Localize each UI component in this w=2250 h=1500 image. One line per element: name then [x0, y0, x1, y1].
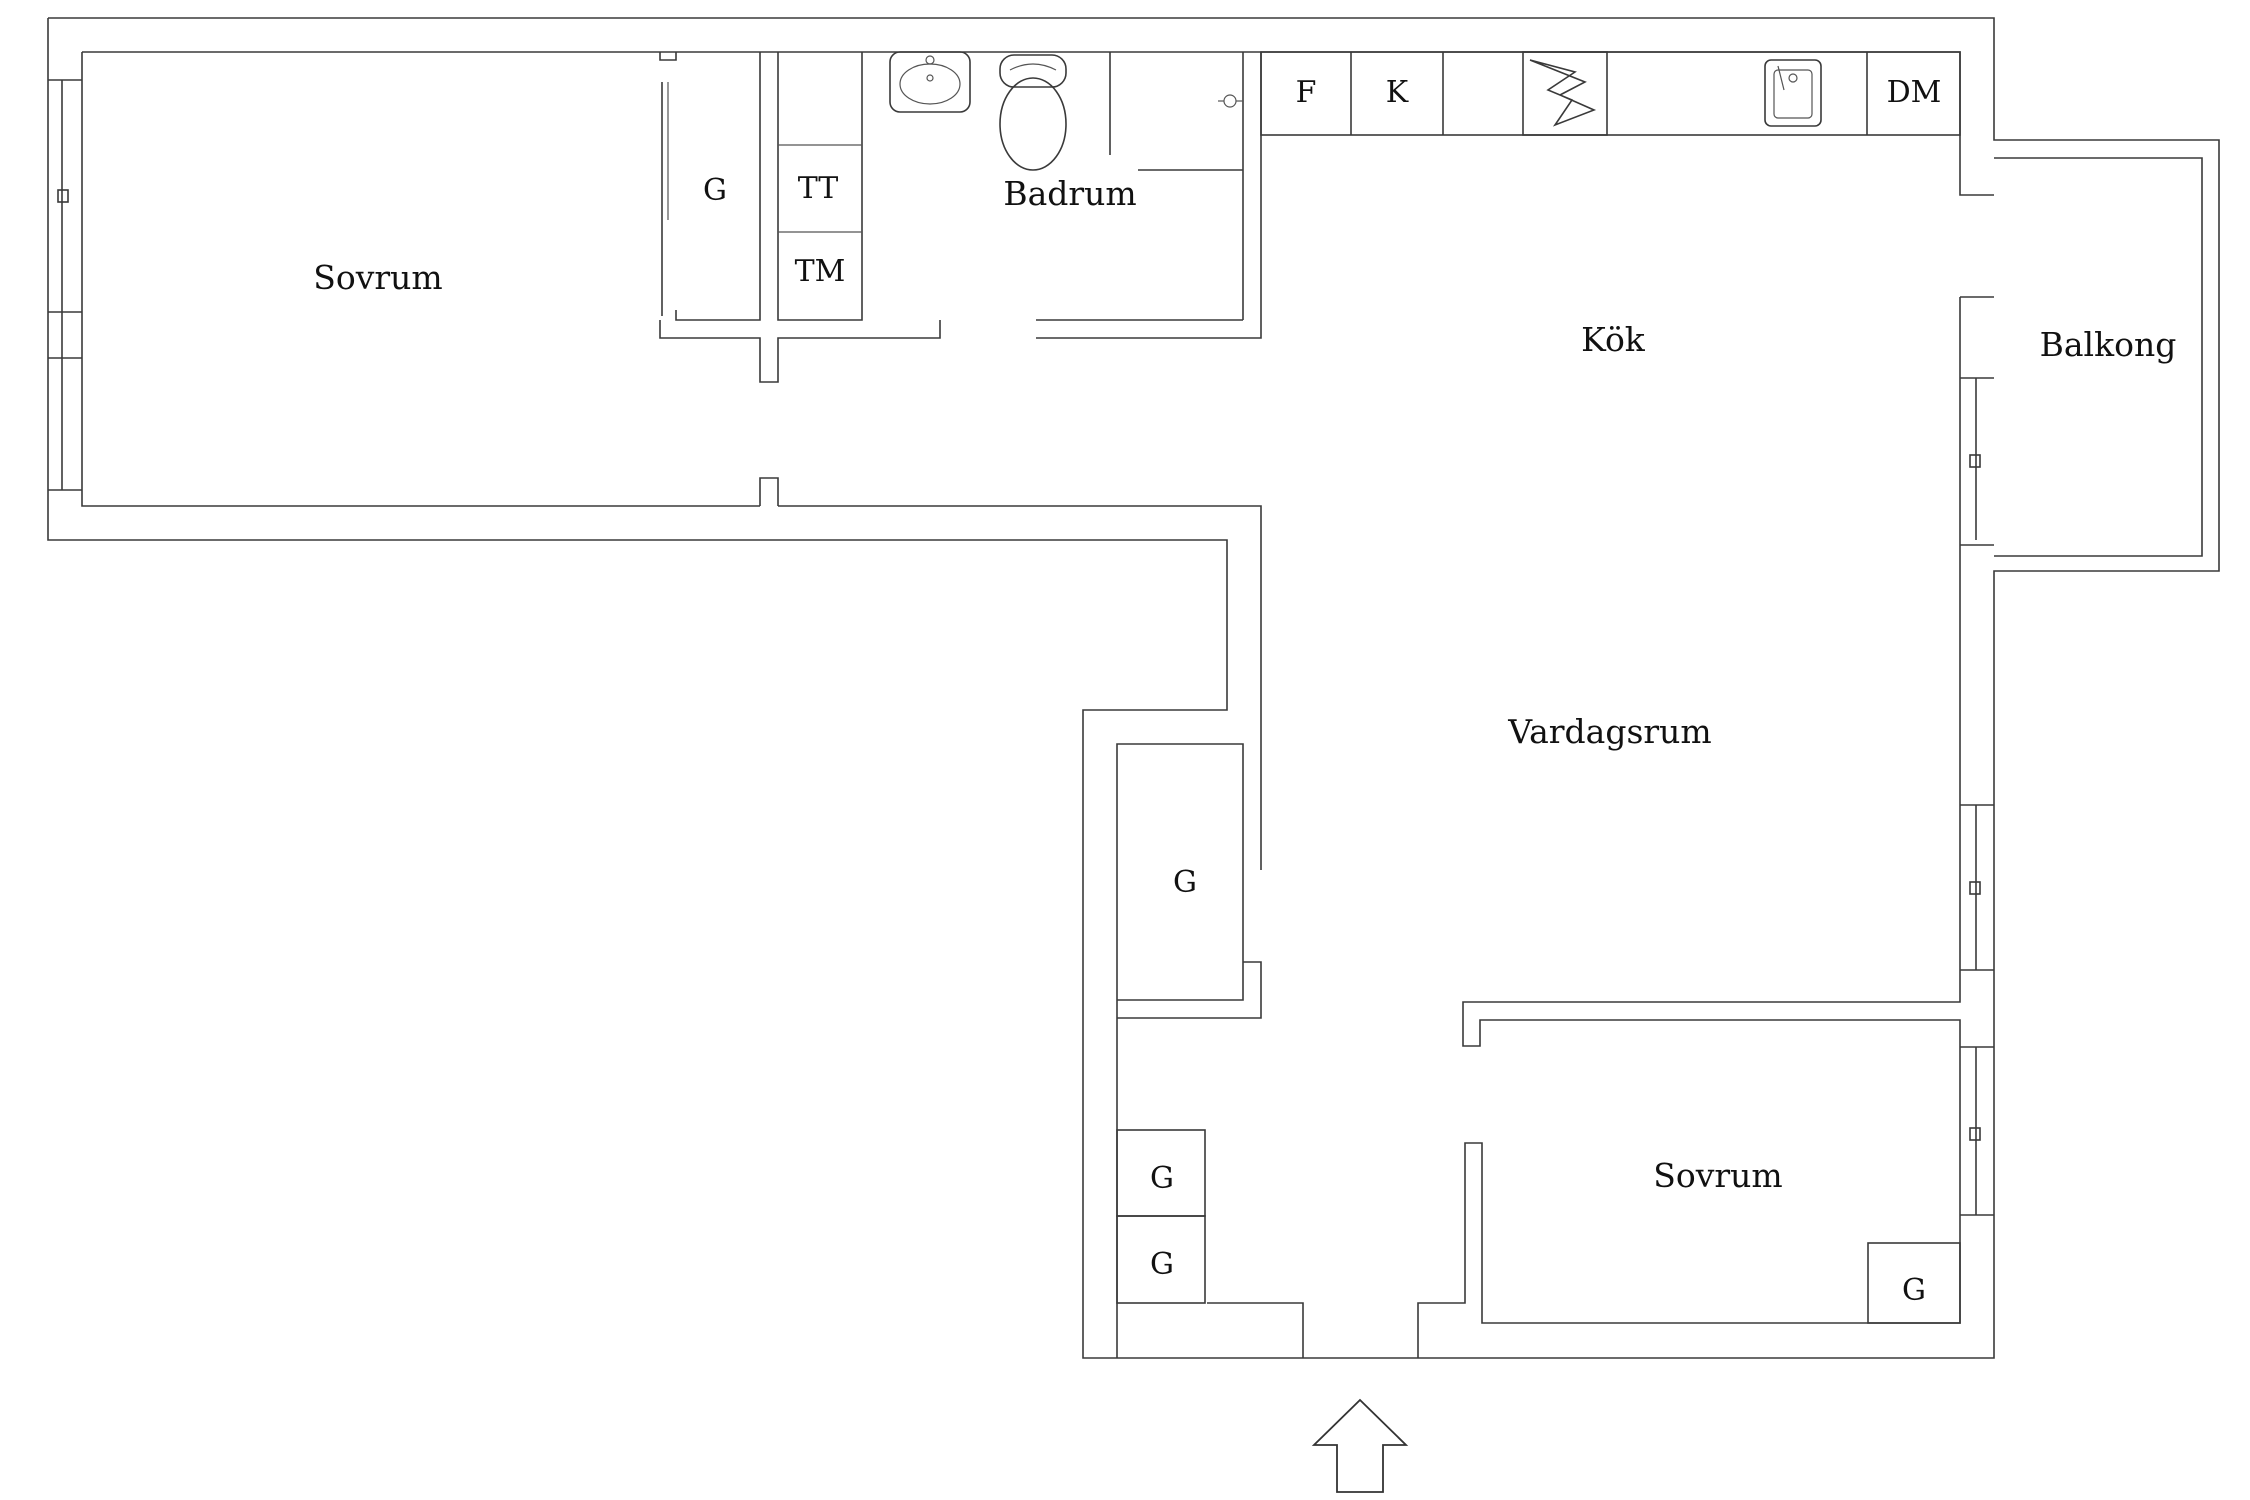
label-hall-g-1: G	[1150, 1161, 1174, 1196]
label-closet-g-2: G	[1173, 865, 1197, 900]
label-freezer: K	[1386, 75, 1409, 110]
label-tm: TM	[795, 254, 846, 289]
room-labels: Sovrum G TT TM Badrum F K DM Kök Balkong…	[313, 75, 2176, 1308]
window-left	[48, 79, 82, 491]
label-tt: TT	[798, 171, 839, 206]
window-bedroom	[1960, 1046, 1994, 1216]
window-balcony-door	[1960, 377, 1994, 546]
label-sovrum-main: Sovrum	[313, 258, 442, 297]
windows	[48, 79, 1994, 1216]
hall-closets	[1116, 1129, 1961, 1324]
window-living	[1960, 804, 1994, 971]
label-hall-g-2: G	[1150, 1247, 1174, 1282]
label-dishwasher: DM	[1887, 75, 1942, 110]
inner-walls	[659, 52, 1262, 506]
kitchen-counter	[1260, 51, 1961, 136]
label-balkong: Balkong	[2040, 325, 2177, 364]
stove-icon	[1522, 51, 1608, 136]
label-vardagsrum: Vardagsrum	[1507, 712, 1711, 751]
label-closet-g-1: G	[703, 173, 727, 208]
toilet-icon	[999, 54, 1067, 171]
label-fridge: F	[1296, 75, 1317, 110]
label-closet-g-3: G	[1902, 1273, 1926, 1308]
label-sovrum-second: Sovrum	[1653, 1156, 1782, 1195]
entrance-arrow-icon	[1311, 1398, 1409, 1493]
sink-icon	[889, 51, 971, 113]
outer-walls	[47, 17, 2220, 1359]
label-kok: Kök	[1581, 320, 1646, 359]
kitchen-sink-icon	[1764, 59, 1822, 127]
label-badrum: Badrum	[1003, 174, 1136, 213]
shower-icon	[1218, 94, 1243, 108]
